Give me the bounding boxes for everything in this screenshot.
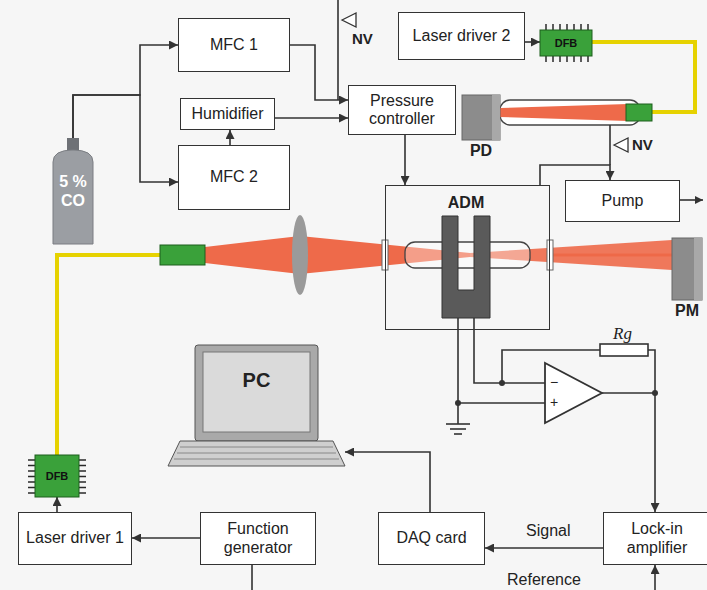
wire xyxy=(457,318,459,330)
laser-driver: Laser driver 1 xyxy=(18,512,132,565)
resistor-label: Rg xyxy=(613,324,632,344)
node-shape xyxy=(672,238,702,300)
ground-symbol xyxy=(446,423,470,425)
daq-card: DAQ card xyxy=(378,512,485,565)
laser-beam xyxy=(500,104,628,121)
laser-driver: Laser driver 2 xyxy=(398,12,525,60)
connector xyxy=(345,452,430,512)
flow-controller: MFC 1 xyxy=(178,18,290,72)
node-label: Pressure controller xyxy=(349,90,455,131)
connector xyxy=(275,117,348,119)
connector xyxy=(252,565,655,590)
node-shape xyxy=(462,95,500,140)
node-label: PD xyxy=(470,142,492,160)
resonator-tube xyxy=(405,242,530,268)
gas-line xyxy=(609,125,611,165)
junction-dot xyxy=(652,390,658,396)
resistor-symbol xyxy=(600,344,648,356)
connector xyxy=(485,547,603,549)
node-label: DFB xyxy=(555,37,578,49)
connector xyxy=(229,130,231,145)
node-label: ADM xyxy=(448,194,484,212)
junction-dot xyxy=(455,400,461,406)
node-label: 5 % CO xyxy=(50,172,96,210)
ground-symbol xyxy=(454,433,462,435)
node-label: MFC 2 xyxy=(206,166,262,188)
op-amp-symbol xyxy=(545,363,602,423)
tuning-fork xyxy=(442,216,490,318)
signal-label: Signal xyxy=(524,522,572,540)
node-label: Lock-in amplifier xyxy=(604,518,707,559)
valve-label: NV xyxy=(632,136,653,153)
node-label: PM xyxy=(675,302,699,320)
needle-valve-symbol xyxy=(614,138,628,152)
gas-cell xyxy=(500,100,640,125)
node-shape xyxy=(168,345,345,466)
wire xyxy=(457,403,459,424)
power-meter: PM xyxy=(672,238,702,300)
photodiode: PD xyxy=(462,95,500,140)
gas-line xyxy=(337,0,339,100)
pump: Pump xyxy=(565,180,680,222)
dfb-laser: DFB xyxy=(540,24,592,62)
connector xyxy=(132,537,200,539)
wire xyxy=(648,350,655,393)
photoacoustic-cell: ADM xyxy=(385,185,550,330)
connector xyxy=(73,45,178,138)
node-label: Function generator xyxy=(201,518,315,559)
laser-beam xyxy=(205,236,300,274)
pin-sign: + xyxy=(550,394,558,410)
arrowhead xyxy=(695,196,703,204)
gas-cylinder: 5 % CO xyxy=(50,138,96,244)
connector xyxy=(474,330,655,512)
connector xyxy=(404,135,406,185)
node-label: MFC 1 xyxy=(206,34,262,56)
connector xyxy=(290,45,348,100)
node-label: Laser driver 2 xyxy=(409,25,515,47)
collimator xyxy=(160,245,205,265)
needle-valve-symbol xyxy=(342,13,356,27)
connector xyxy=(56,497,58,512)
function-generator: Function generator xyxy=(200,512,316,565)
collimator xyxy=(626,104,652,121)
window xyxy=(547,240,553,270)
valve-label: NV xyxy=(352,30,373,47)
node-label: Pump xyxy=(598,190,648,212)
node-shape xyxy=(50,138,96,244)
wire xyxy=(473,318,475,330)
dfb-laser: DFB xyxy=(28,455,86,497)
lens xyxy=(292,215,308,295)
junction-dot xyxy=(499,380,505,386)
computer: PC xyxy=(168,345,345,466)
ground-symbol xyxy=(450,428,466,430)
flow-controller: MFC 2 xyxy=(178,145,290,210)
pin-sign: − xyxy=(550,374,558,390)
optical-fiber xyxy=(57,255,385,455)
node-label: DAQ card xyxy=(392,527,470,549)
lock-in-amplifier: Lock-in amplifier xyxy=(603,512,707,565)
connector xyxy=(525,41,540,43)
node-label: DFB xyxy=(46,470,69,482)
humidifier: Humidifier xyxy=(180,98,275,130)
node-label: PC xyxy=(195,369,318,392)
node-label: Humidifier xyxy=(187,103,267,125)
node-label: Laser driver 1 xyxy=(22,527,128,549)
pressure-controller: Pressure controller xyxy=(348,85,456,135)
signal-label: Reference xyxy=(505,571,583,589)
